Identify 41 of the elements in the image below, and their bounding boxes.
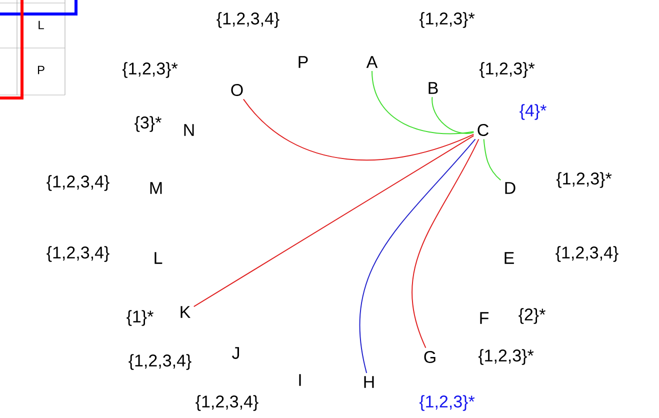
- vertex-label: I: [299, 374, 301, 386]
- vertex-label: F: [480, 312, 489, 324]
- vertex-label: G: [424, 350, 436, 364]
- set-label: {1,2,3}*: [122, 62, 178, 78]
- curve-edge: [412, 138, 480, 348]
- set-label: {1,2,3,4}: [46, 246, 110, 262]
- set-label: {1,2,3}*: [478, 349, 534, 365]
- vertex-label: A: [366, 56, 378, 68]
- vertex-label: N: [184, 124, 194, 136]
- set-label: {1,2,3,4}: [216, 12, 280, 28]
- vertex-label: J: [232, 347, 239, 359]
- vertex-label: K: [180, 306, 190, 318]
- set-label: {1,2,3,4}: [46, 175, 110, 191]
- set-label: {3}*: [134, 116, 162, 132]
- set-label: {2}*: [518, 308, 546, 324]
- vertex-label: D: [505, 182, 516, 194]
- curve-edge: [242, 98, 474, 161]
- vertex-label: P: [298, 56, 308, 68]
- set-label: {1,2,3}*: [479, 62, 535, 78]
- set-label: {1}*: [126, 310, 154, 326]
- set-label: {1,2,3,4}: [556, 246, 618, 262]
- vertex-label: C: [478, 124, 488, 136]
- curve-edge: [372, 70, 474, 134]
- curve-edge: [193, 135, 474, 308]
- set-label: {1,2,3,4}: [128, 354, 192, 370]
- curve-edge: [432, 96, 474, 134]
- vertex-label: E: [504, 252, 514, 264]
- set-label: {1,2,3,4}: [196, 395, 258, 411]
- set-label: {1,2,3}*: [419, 12, 475, 28]
- vertex-label: H: [364, 376, 374, 388]
- vertex-label: M: [150, 182, 162, 194]
- table-cell: P: [38, 66, 44, 74]
- vertex-label: O: [231, 84, 243, 96]
- vertex-label: B: [428, 82, 438, 94]
- set-label: {4}*: [520, 104, 546, 120]
- curve-edge: [359, 138, 476, 374]
- set-label: {1,2,3}*: [556, 172, 612, 188]
- table-cell: L: [38, 20, 44, 30]
- vertex-label: L: [154, 252, 162, 264]
- set-label: {1,2,3}*: [419, 395, 475, 411]
- curve-edge: [483, 138, 502, 181]
